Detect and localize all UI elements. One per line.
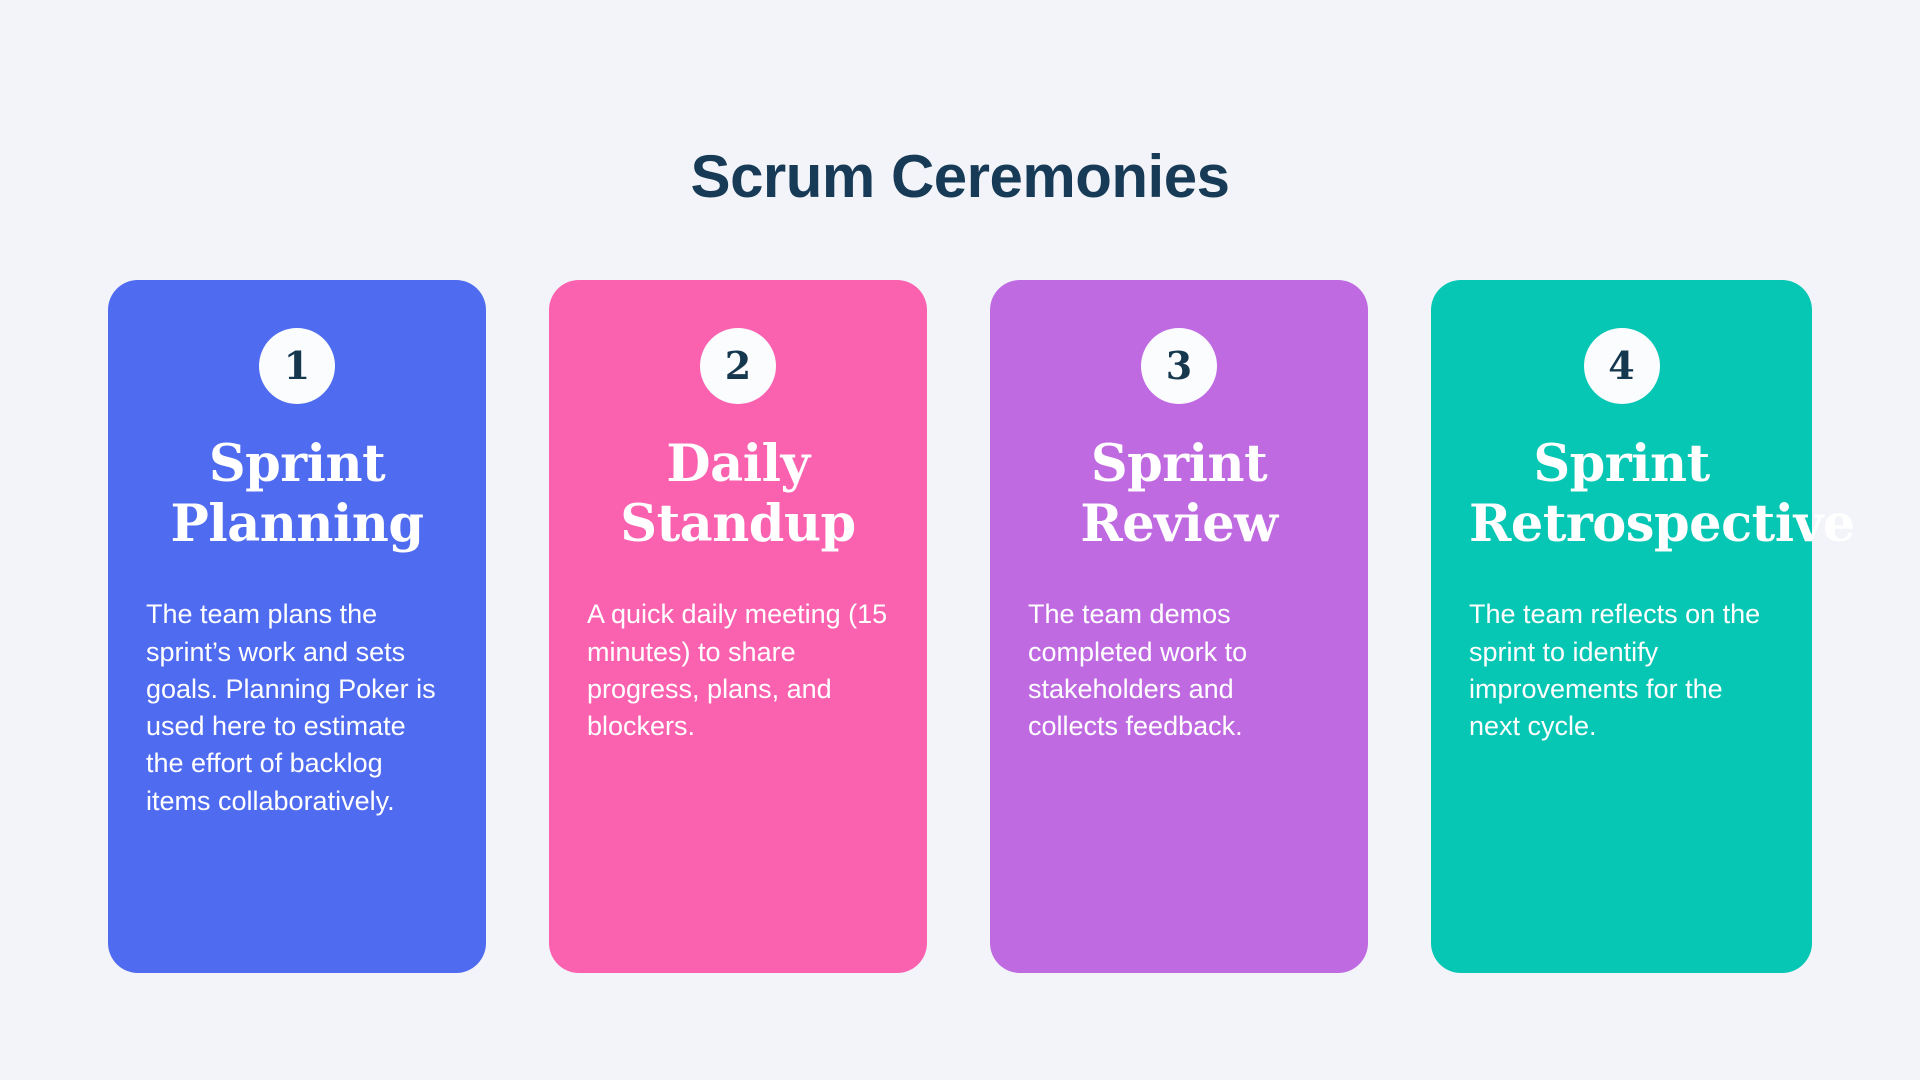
ceremony-card-3[interactable]: 3 Sprint Review The team demos completed… bbox=[990, 280, 1368, 973]
ceremony-description-3: The team demos completed work to stakeho… bbox=[1028, 599, 1248, 742]
ceremony-card-1[interactable]: 1 Sprint Planning The team plans the spr… bbox=[108, 280, 486, 973]
page-title: Scrum Ceremonies bbox=[690, 143, 1230, 211]
ceremony-description-4: The team reflects on the sprint to ident… bbox=[1469, 599, 1761, 742]
step-badge-2: 2 bbox=[700, 328, 776, 404]
ceremony-card-2[interactable]: 2 Daily Standup A quick daily meeting (1… bbox=[549, 280, 927, 973]
ceremony-title-4: Sprint Retrospective bbox=[1469, 434, 1855, 555]
step-badge-3: 3 bbox=[1141, 328, 1217, 404]
ceremony-card-list: 1 Sprint Planning The team plans the spr… bbox=[108, 280, 1855, 973]
ceremony-title-2: Daily Standup bbox=[620, 434, 856, 555]
step-number-3: 3 bbox=[1165, 343, 1193, 388]
step-number-4: 4 bbox=[1608, 343, 1635, 388]
ceremony-description-2: A quick daily meeting (15 minutes) to sh… bbox=[587, 599, 888, 742]
ceremony-title-1: Sprint Planning bbox=[170, 434, 424, 555]
ceremony-card-4[interactable]: 4 Sprint Retrospective The team reflects… bbox=[1431, 280, 1855, 973]
ceremony-title-3: Sprint Review bbox=[1080, 434, 1278, 555]
ceremony-description-1: The team plans the sprint’s work and set… bbox=[146, 599, 436, 816]
step-badge-4: 4 bbox=[1583, 328, 1660, 404]
step-number-1: 1 bbox=[283, 343, 311, 388]
step-number-2: 2 bbox=[724, 343, 752, 388]
step-badge-1: 1 bbox=[259, 328, 335, 404]
